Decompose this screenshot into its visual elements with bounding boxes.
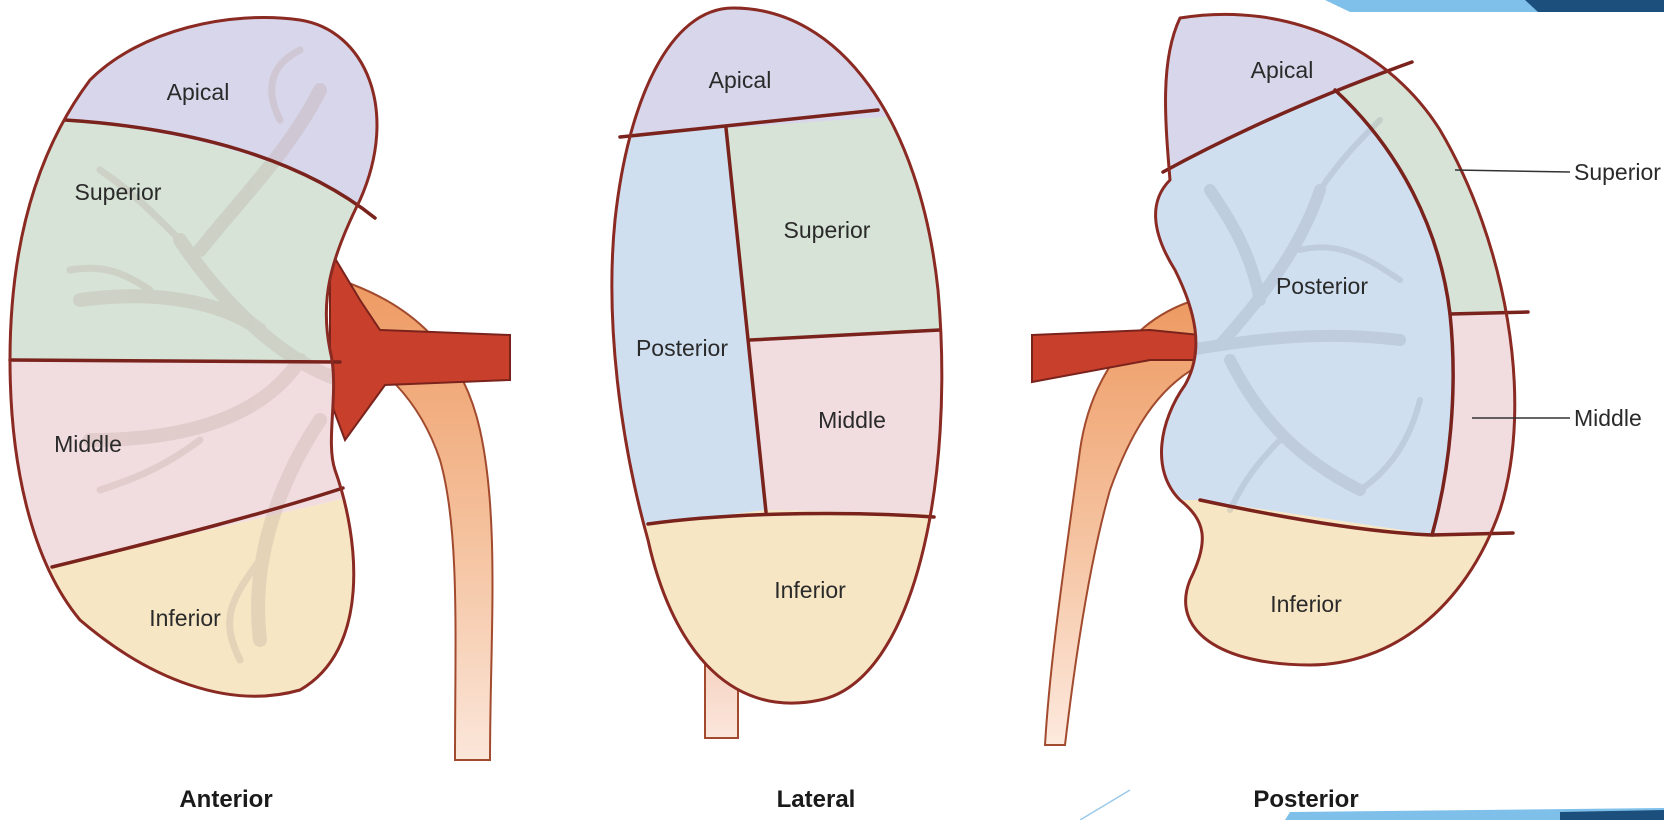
anterior-title: Anterior (179, 786, 272, 813)
posterior-inferior-label: Inferior (1270, 591, 1342, 617)
anterior-superior-label: Superior (75, 179, 162, 205)
posterior-superior-leader (1454, 169, 1571, 173)
lateral-posterior-label: Posterior (636, 335, 728, 361)
anterior-vessel-tree (66, 46, 347, 664)
lateral-posterior-region (611, 128, 766, 530)
posterior-posterior-label: Posterior (1276, 273, 1368, 299)
posterior-middle-label: Middle (1574, 405, 1642, 431)
lateral-middle-region (750, 330, 942, 515)
lateral-title: Lateral (777, 786, 856, 813)
lateral-apical-label: Apical (709, 67, 772, 93)
posterior-superior-label: Superior (1574, 159, 1661, 185)
lateral-superior-label: Superior (784, 217, 871, 243)
posterior-middle-region (1435, 312, 1515, 535)
anterior-superior-region (10, 120, 377, 360)
posterior-posterior-region (1155, 90, 1454, 535)
posterior-view: Apical Posterior Superior Middle Inferio… (1031, 12, 1661, 813)
posterior-inferior-region (1155, 500, 1515, 666)
lateral-view: Apical Posterior Superior Middle Inferio… (610, 6, 944, 813)
posterior-title: Posterior (1253, 786, 1358, 813)
slide-decoration-top (1325, 0, 1664, 12)
anterior-middle-region (10, 360, 377, 570)
posterior-apical-label: Apical (1251, 57, 1314, 83)
anterior-apical-label: Apical (167, 79, 230, 105)
anterior-inferior-label: Inferior (149, 605, 221, 631)
slide-decoration-bottom (1079, 789, 1664, 820)
anterior-view: Apical Superior Middle Inferior Anterior (8, 16, 511, 813)
lateral-middle-label: Middle (818, 407, 886, 433)
anterior-middle-label: Middle (54, 431, 122, 457)
lateral-inferior-label: Inferior (774, 577, 846, 603)
anterior-renal-artery (329, 246, 511, 443)
posterior-vessel-tree (1184, 117, 1423, 513)
lateral-inferior-region (611, 510, 942, 704)
